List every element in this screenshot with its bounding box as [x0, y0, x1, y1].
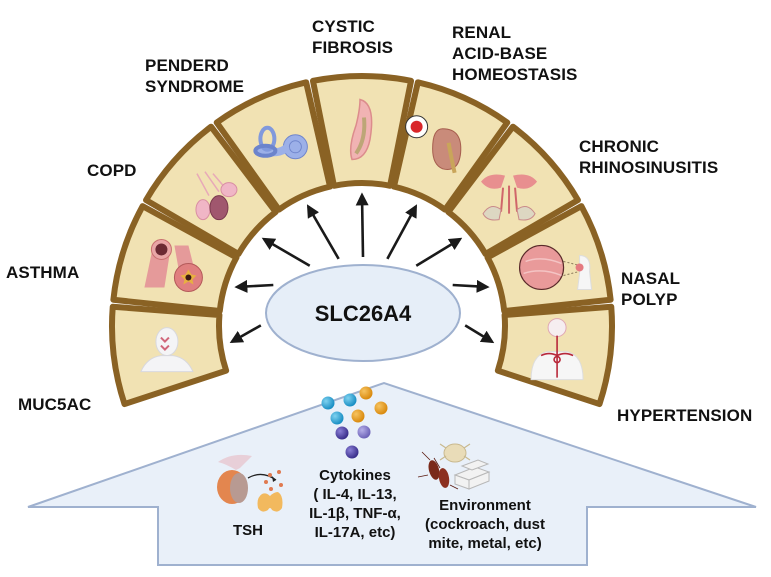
- panel-asthma: [110, 203, 240, 314]
- label-pendred-syndrome: PENDERD SYNDROME: [145, 56, 245, 96]
- upstream-factors-arrow: [27, 381, 757, 566]
- arrow-to-copd: [261, 237, 311, 267]
- airway-icon: [144, 238, 203, 292]
- panel-crs: [445, 123, 581, 257]
- label-muc5ac: MUC5AC: [18, 395, 92, 414]
- panel-pendred: [213, 79, 334, 213]
- circulatory-body-icon: [530, 318, 584, 381]
- center-ellipse: [265, 264, 461, 362]
- arrow-to-cf: [355, 192, 369, 258]
- label-tsh: TSH: [233, 522, 263, 539]
- kidney-icon: [405, 115, 462, 174]
- thyroid-pituitary-icon: [217, 454, 283, 512]
- arrow-to-muc5ac: [229, 324, 262, 343]
- label-copd: COPD: [87, 161, 137, 180]
- panel-polyp: [484, 203, 614, 314]
- center-label: SLC26A4: [315, 301, 412, 326]
- nasal-sinus-icon: [481, 174, 538, 221]
- label-chronic-rhinosinusitis: CHRONIC RHINOSINUSITIS: [579, 137, 719, 177]
- panel-htn: [494, 303, 615, 408]
- panel-muc5ac: [109, 303, 230, 408]
- nasal-polyp-icon: [518, 244, 593, 291]
- arrow-to-asthma: [234, 279, 274, 293]
- label-hypertension: HYPERTENSION: [617, 406, 753, 425]
- bronchus-tube-icon: [349, 98, 373, 161]
- cytokine-dots-icon: [321, 386, 388, 459]
- label-asthma: ASTHMA: [6, 263, 80, 282]
- label-cytokines: Cytokines ( IL-4, IL-13, IL-1β, TNF-α, I…: [309, 467, 401, 541]
- cockroach-mite-metal-icon: [417, 443, 491, 490]
- panel-copd: [143, 123, 279, 257]
- arrow-to-htn: [464, 324, 495, 344]
- arrow-to-renal: [386, 204, 417, 260]
- effect-arrows: [229, 192, 495, 344]
- label-environment: Environment (cockroach, dust mite, metal…: [424, 497, 546, 552]
- arrow-to-polyp: [452, 279, 490, 293]
- alveoli-icon: [195, 171, 238, 221]
- slc26a4-node: SLC26A4: [265, 264, 461, 362]
- panel-renal: [390, 79, 511, 213]
- label-nasal-polyp: NASAL POLYP: [621, 269, 681, 309]
- label-renal-acid-base: RENAL ACID-BASE HOMEOSTASIS: [452, 23, 578, 84]
- disease-ring: [109, 73, 615, 408]
- label-cystic-fibrosis: CYSTIC FIBROSIS: [312, 17, 394, 57]
- inner-ear-icon: [253, 125, 308, 160]
- arrow-to-crs: [415, 237, 463, 267]
- panel-cf: [309, 73, 415, 189]
- arrow-to-pendred: [306, 204, 340, 260]
- sinus-head-icon: [140, 327, 194, 373]
